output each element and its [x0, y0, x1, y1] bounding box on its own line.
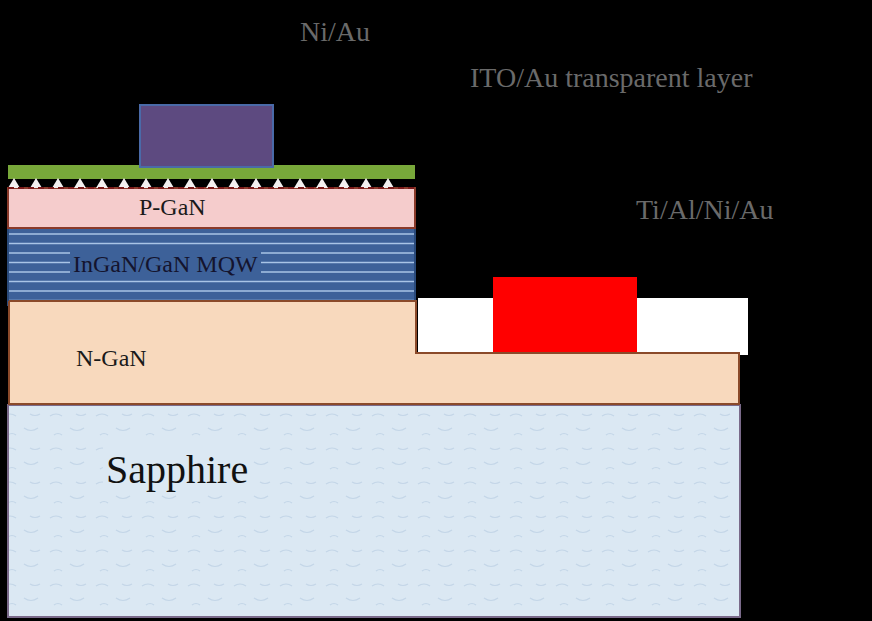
layer-name: P-GaN	[136, 194, 209, 222]
layer-name: InGaN/GaN MQW	[70, 251, 261, 279]
material-label: Ti/Al/Ni/Au	[636, 194, 773, 226]
p-gan-layer	[8, 188, 415, 228]
texture-pyramid	[96, 178, 108, 188]
texture-pyramid	[228, 178, 240, 188]
surface-texture	[8, 178, 394, 188]
texture-pyramid	[272, 178, 284, 188]
layer-band: InGaN/GaN MQW	[8, 228, 415, 305]
texture-pyramid	[30, 178, 42, 188]
well-stripe	[9, 281, 414, 282]
n-gan-shape	[9, 301, 739, 404]
texture-pyramid	[184, 178, 196, 188]
texture-pyramid	[338, 178, 350, 188]
layer-band: Sapphire	[8, 405, 740, 617]
well-stripe	[9, 290, 414, 291]
material-label: ITO/Au transparent layer	[470, 62, 753, 94]
layer-name: Sapphire	[103, 447, 251, 493]
mqw-layer	[8, 228, 415, 305]
p-contact-pad	[140, 105, 273, 167]
material-label: Ni/Au	[300, 16, 370, 48]
texture-pyramid	[294, 178, 306, 188]
texture-pyramid	[140, 178, 152, 188]
well-stripe	[9, 243, 414, 244]
layer-name: N-GaN	[73, 345, 150, 373]
texture-pyramid	[52, 178, 64, 188]
texture-pyramid	[360, 178, 372, 188]
texture-pyramid	[250, 178, 262, 188]
texture-pyramid	[382, 178, 394, 188]
texture-pyramid	[162, 178, 174, 188]
texture-pyramid	[118, 178, 130, 188]
well-stripe	[9, 233, 414, 234]
layer-band: P-GaN	[8, 188, 415, 228]
interface-line	[8, 187, 415, 189]
texture-pyramid	[74, 178, 86, 188]
quantum-well-stripes	[9, 234, 414, 301]
texture-pyramid	[8, 178, 20, 188]
sapphire-substrate	[8, 405, 740, 617]
n-contact-pad	[493, 277, 637, 353]
texture-pyramid	[206, 178, 218, 188]
texture-pyramid	[316, 178, 328, 188]
layer-band: N-GaN	[8, 300, 748, 405]
